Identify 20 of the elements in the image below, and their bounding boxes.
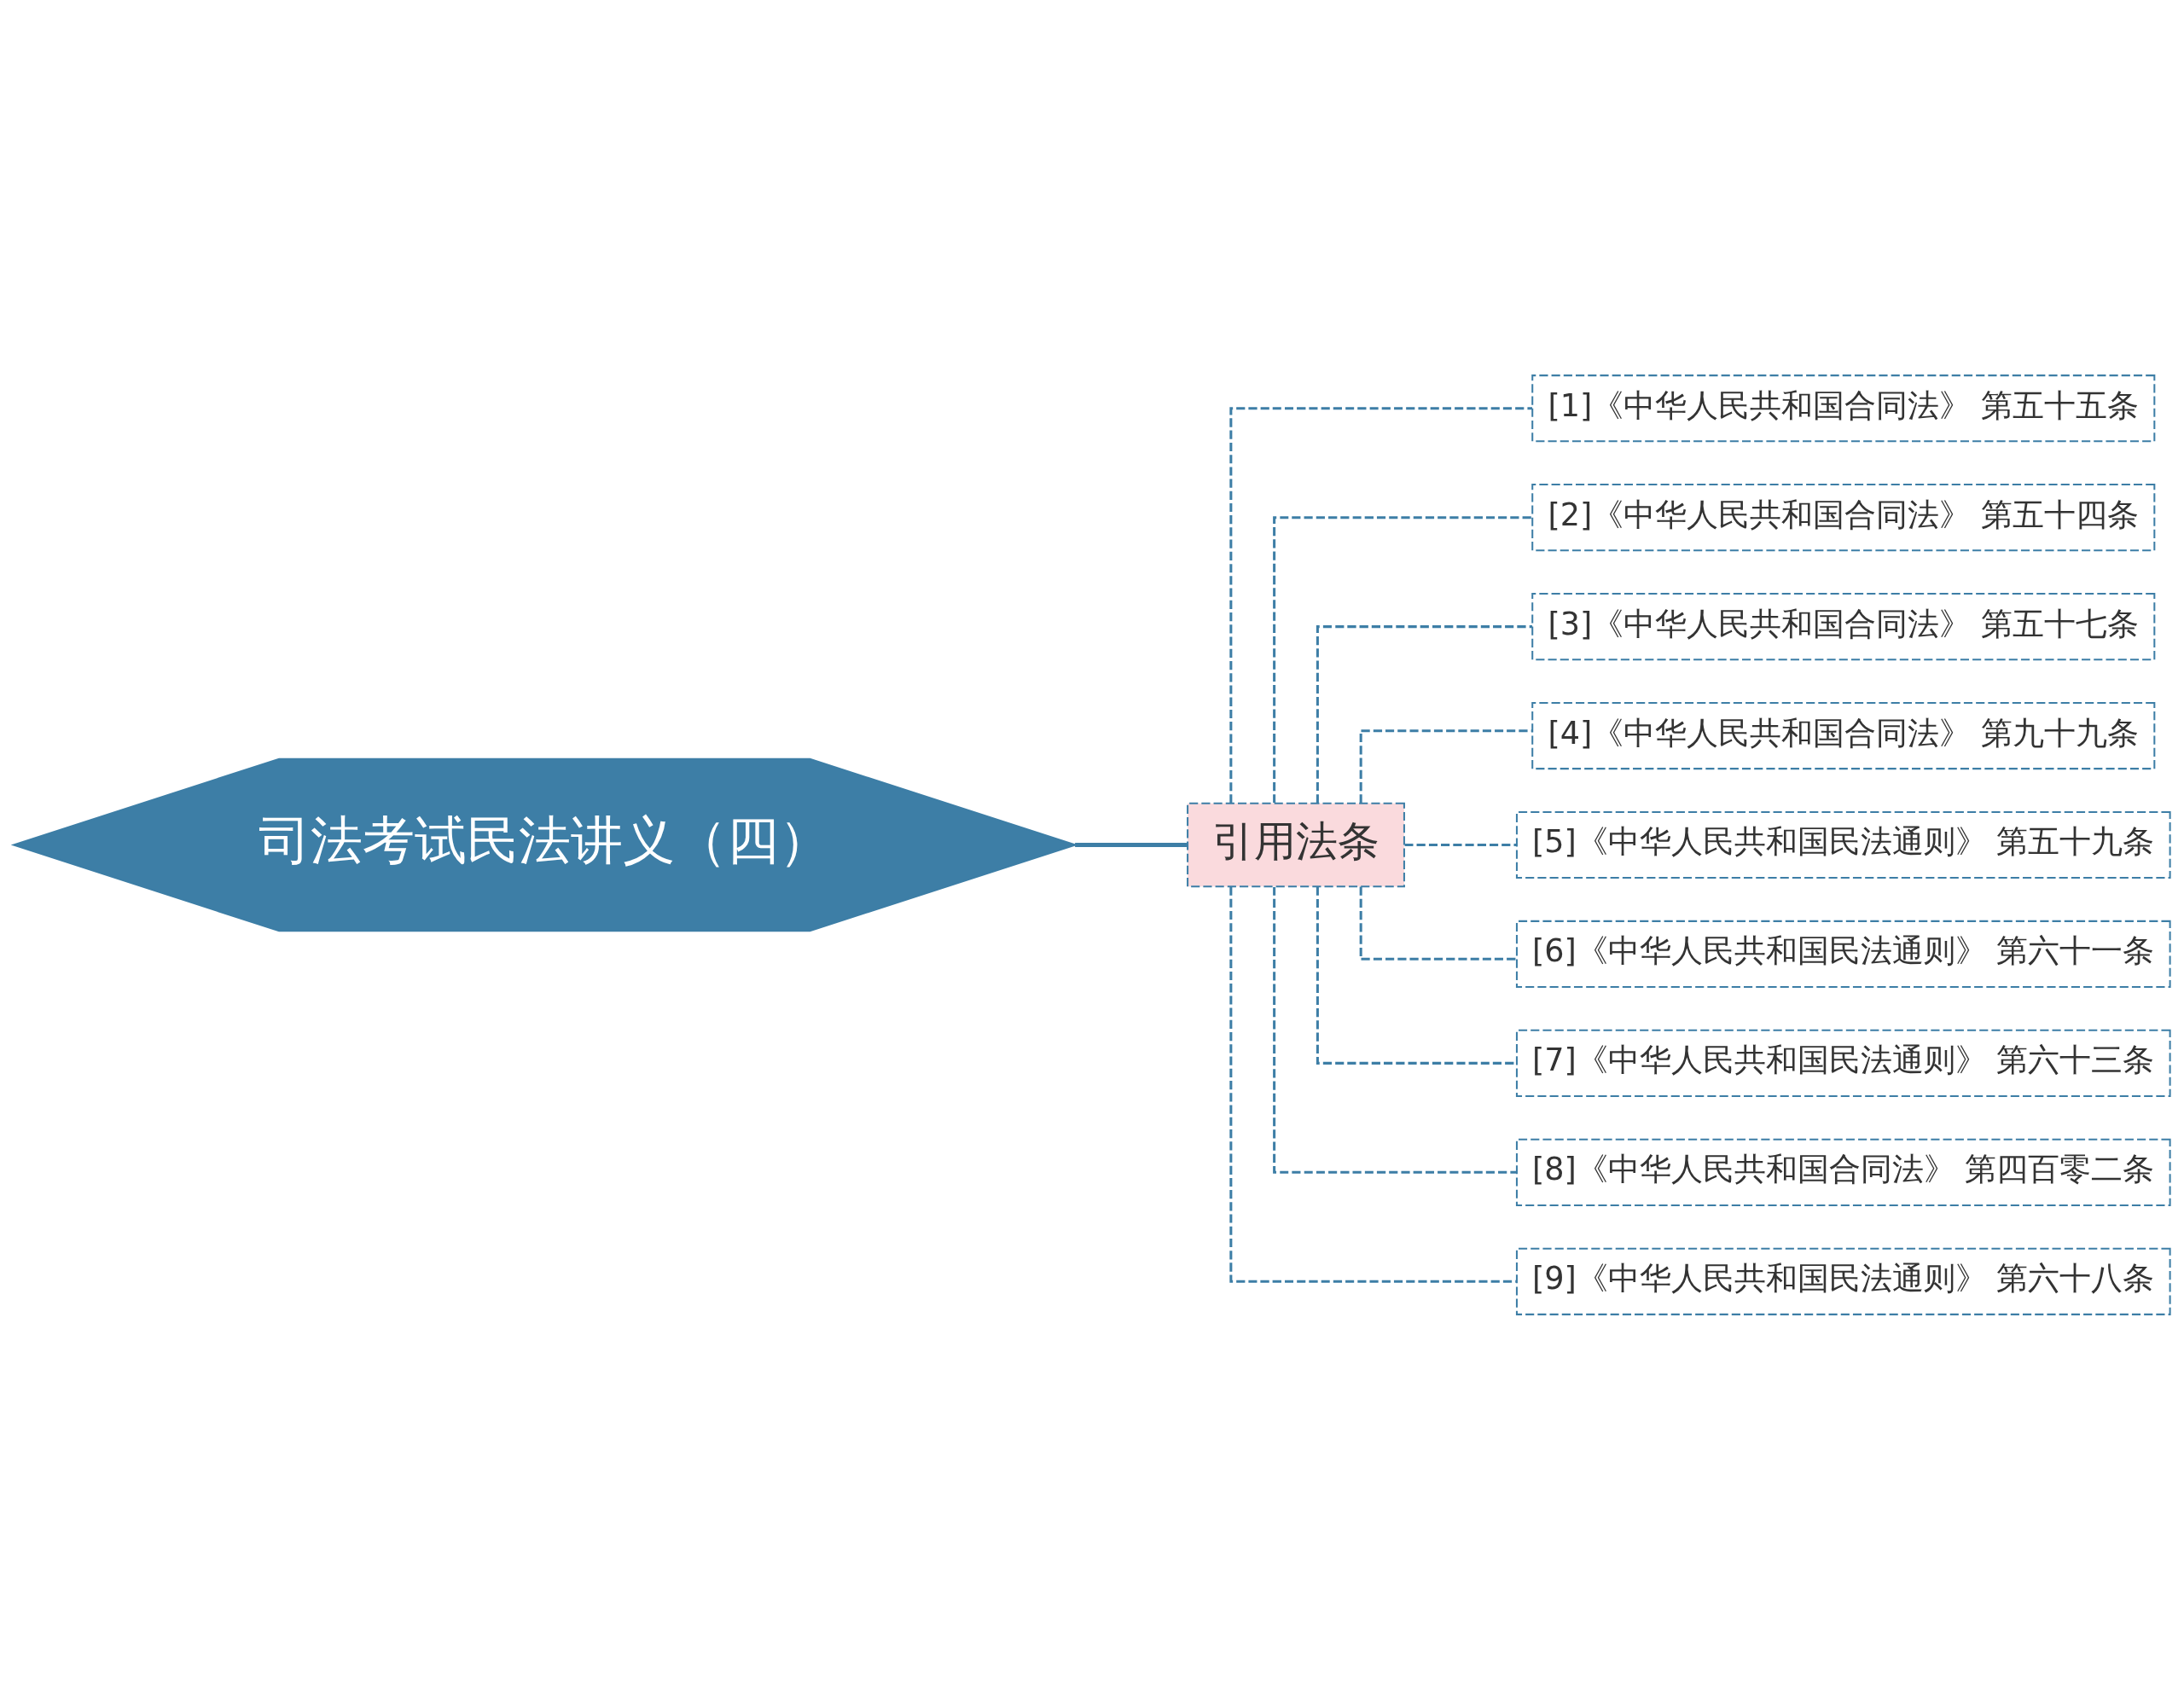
connector — [1359, 728, 1533, 803]
connector — [1075, 842, 1188, 847]
connector — [1273, 515, 1532, 803]
node-box: [8]《中华人民共和国合同法》 第四百零二条 — [1515, 1138, 2171, 1206]
node-box: 引用法条 — [1187, 802, 1405, 887]
node-box: [4]《中华人民共和国合同法》 第九十九条 — [1531, 701, 2156, 769]
node-box: [6]《中华人民共和国民法通则》 第六十一条 — [1515, 920, 2171, 988]
node-box: [3]《中华人民共和国合同法》 第五十七条 — [1531, 592, 2156, 660]
connector — [1229, 886, 1517, 1283]
connector — [1316, 886, 1517, 1065]
node-box: [7]《中华人民共和国民法通则》 第六十三条 — [1515, 1029, 2171, 1097]
node-box: [1]《中华人民共和国合同法》 第五十五条 — [1531, 374, 2156, 442]
connector — [1273, 886, 1517, 1174]
connector — [1229, 406, 1532, 803]
node-box: [9]《中华人民共和国民法通则》 第六十八条 — [1515, 1247, 2171, 1315]
connector — [1404, 843, 1517, 846]
node-box: [5]《中华人民共和国民法通则》 第五十九条 — [1515, 810, 2171, 879]
connector — [1316, 624, 1532, 803]
connector — [1359, 886, 1517, 961]
node-box: [2]《中华人民共和国合同法》 第五十四条 — [1531, 483, 2156, 551]
